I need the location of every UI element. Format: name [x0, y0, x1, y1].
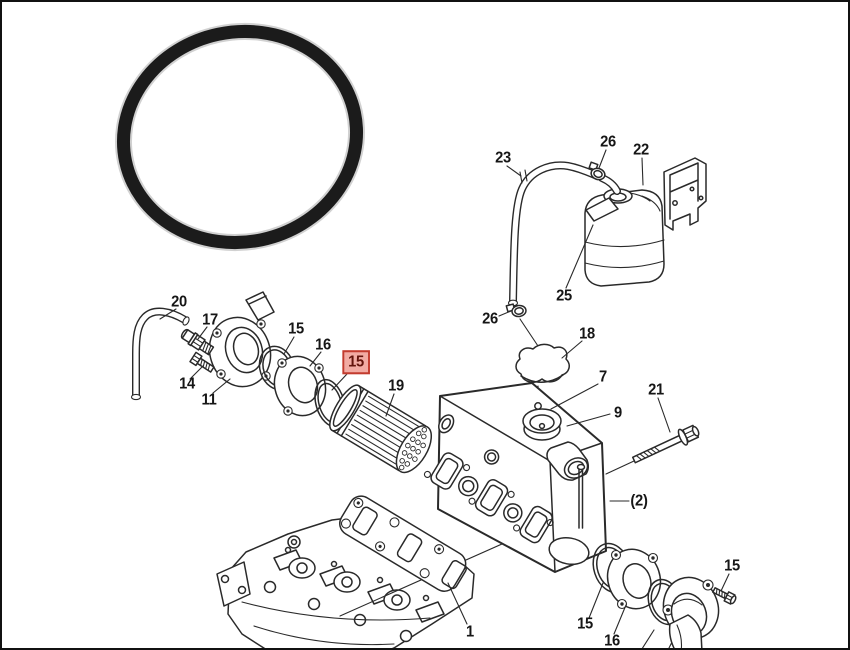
- callout-11-end-cap[interactable]: 11: [201, 391, 217, 409]
- heat-exchanger-core-19: [329, 384, 433, 474]
- callout-17-fitting[interactable]: 17: [202, 311, 218, 329]
- callout-1-gasket[interactable]: 1: [466, 623, 474, 641]
- callout-9[interactable]: 9: [614, 404, 622, 422]
- callout-21-bolt[interactable]: 21: [648, 381, 664, 399]
- hose-clamp-26-top: [588, 161, 606, 181]
- callout-26-clamp-mid[interactable]: 26: [482, 310, 498, 328]
- leader-lines: [159, 149, 730, 635]
- filler-cap-18: [515, 343, 570, 383]
- hose-20: [130, 307, 190, 401]
- callout-2-assembly[interactable]: (2): [630, 492, 648, 510]
- hose-clamp-26-mid: [505, 303, 527, 318]
- callout-14-bolt[interactable]: 14: [179, 375, 195, 393]
- hose-23: [507, 161, 621, 307]
- fitting-17: [180, 328, 215, 356]
- callout-18-cap[interactable]: 18: [579, 325, 595, 343]
- callout-23-hose[interactable]: 23: [495, 149, 511, 167]
- bolt-14: [189, 351, 215, 373]
- honeycomb-end: [398, 427, 428, 471]
- end-cover: [662, 576, 720, 648]
- callout-20-hose[interactable]: 20: [171, 293, 187, 311]
- reserve-tank-25: [584, 188, 665, 287]
- bolt-21: [631, 424, 700, 464]
- callout-22-bracket[interactable]: 22: [633, 141, 649, 159]
- callout-25-tank[interactable]: 25: [556, 287, 572, 305]
- housing-assembly-2: [423, 382, 607, 573]
- gasket-16-bottom: [606, 548, 662, 610]
- callout-19-core[interactable]: 19: [388, 377, 404, 395]
- callout-15-oring-mid[interactable]: 15: [288, 320, 304, 338]
- callout-15-oring-bottom[interactable]: 15: [577, 615, 593, 633]
- end-cap-11: [208, 291, 275, 388]
- tank-bracket-22: [663, 157, 707, 231]
- callout-26-clamp-top[interactable]: 26: [600, 133, 616, 151]
- gasket-16-mid: [273, 355, 327, 417]
- manifold-gasket-1: [339, 495, 467, 592]
- callout-15-bolt[interactable]: 15: [724, 557, 740, 575]
- callout-7[interactable]: 7: [599, 368, 607, 386]
- callout-16-gasket-bottom[interactable]: 16: [604, 632, 620, 650]
- large-oring-photo: [114, 22, 366, 252]
- callout-16-gasket-mid[interactable]: 16: [315, 336, 331, 354]
- callout-15-selected[interactable]: 15: [342, 350, 370, 374]
